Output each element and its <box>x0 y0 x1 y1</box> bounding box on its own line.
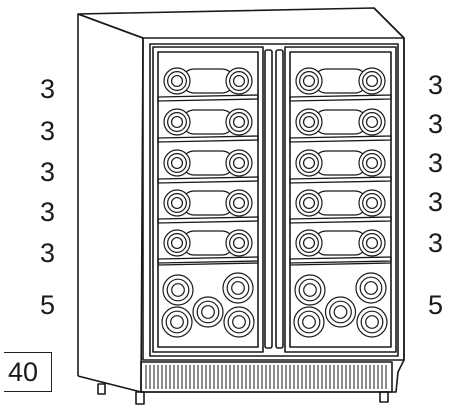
bottle <box>223 306 255 338</box>
right-count-shelf-5: 3 <box>428 228 444 258</box>
bottle <box>163 67 191 95</box>
right-count-shelf-3: 3 <box>428 148 444 178</box>
right-door-handle <box>275 49 284 349</box>
shelf <box>289 135 392 143</box>
bottle <box>163 149 191 177</box>
bottle <box>358 229 386 257</box>
right-count-shelf-2: 3 <box>428 109 444 139</box>
bottle <box>293 306 325 338</box>
left-count-shelf-3: 3 <box>40 157 56 187</box>
right-count-bottom: 5 <box>428 290 444 320</box>
left-count-bottom: 5 <box>40 290 56 320</box>
shelf <box>289 256 392 264</box>
shelf <box>289 94 392 102</box>
left-door-handle <box>264 49 273 349</box>
right-count-shelf-4: 3 <box>428 187 444 217</box>
bottle <box>356 306 388 338</box>
bottle <box>192 296 224 328</box>
shelf <box>289 176 392 184</box>
foot <box>97 383 106 395</box>
bottle <box>294 274 326 306</box>
bottle <box>295 149 323 177</box>
left-count-shelf-2: 3 <box>40 116 56 146</box>
right-count-shelf-1: 3 <box>428 70 444 100</box>
bottle <box>161 306 193 338</box>
shelf <box>157 256 259 264</box>
shelf <box>289 262 392 266</box>
left-count-shelf-5: 3 <box>40 238 56 268</box>
bottle <box>358 67 386 95</box>
right-door <box>284 46 397 353</box>
shelf <box>157 135 259 143</box>
foot <box>135 391 145 405</box>
bottle <box>358 189 386 217</box>
shelf <box>157 262 259 266</box>
bottle <box>295 229 323 257</box>
bottle <box>358 149 386 177</box>
bottle <box>295 67 323 95</box>
bottle <box>225 189 253 217</box>
left-count-shelf-4: 3 <box>40 197 56 227</box>
vent-grille <box>140 361 393 393</box>
shelf <box>157 216 259 224</box>
foot <box>379 391 389 403</box>
bottle <box>225 149 253 177</box>
bottle <box>163 189 191 217</box>
left-count-shelf-1: 3 <box>40 74 56 104</box>
bottle <box>295 108 323 136</box>
bottle <box>225 67 253 95</box>
bottle <box>162 274 194 306</box>
shelf <box>157 94 259 102</box>
bottle <box>358 108 386 136</box>
front-frame <box>142 37 405 361</box>
bottle <box>324 296 357 328</box>
total-capacity-label: 40 <box>4 352 52 392</box>
bottle <box>355 272 387 304</box>
shelf <box>157 176 259 184</box>
bottle <box>222 272 254 304</box>
bottle <box>225 108 253 136</box>
bottle <box>163 108 191 136</box>
bottle <box>225 229 253 257</box>
shelf <box>289 216 392 224</box>
bottle <box>295 189 323 217</box>
bottle <box>163 229 191 257</box>
left-door <box>152 46 264 353</box>
